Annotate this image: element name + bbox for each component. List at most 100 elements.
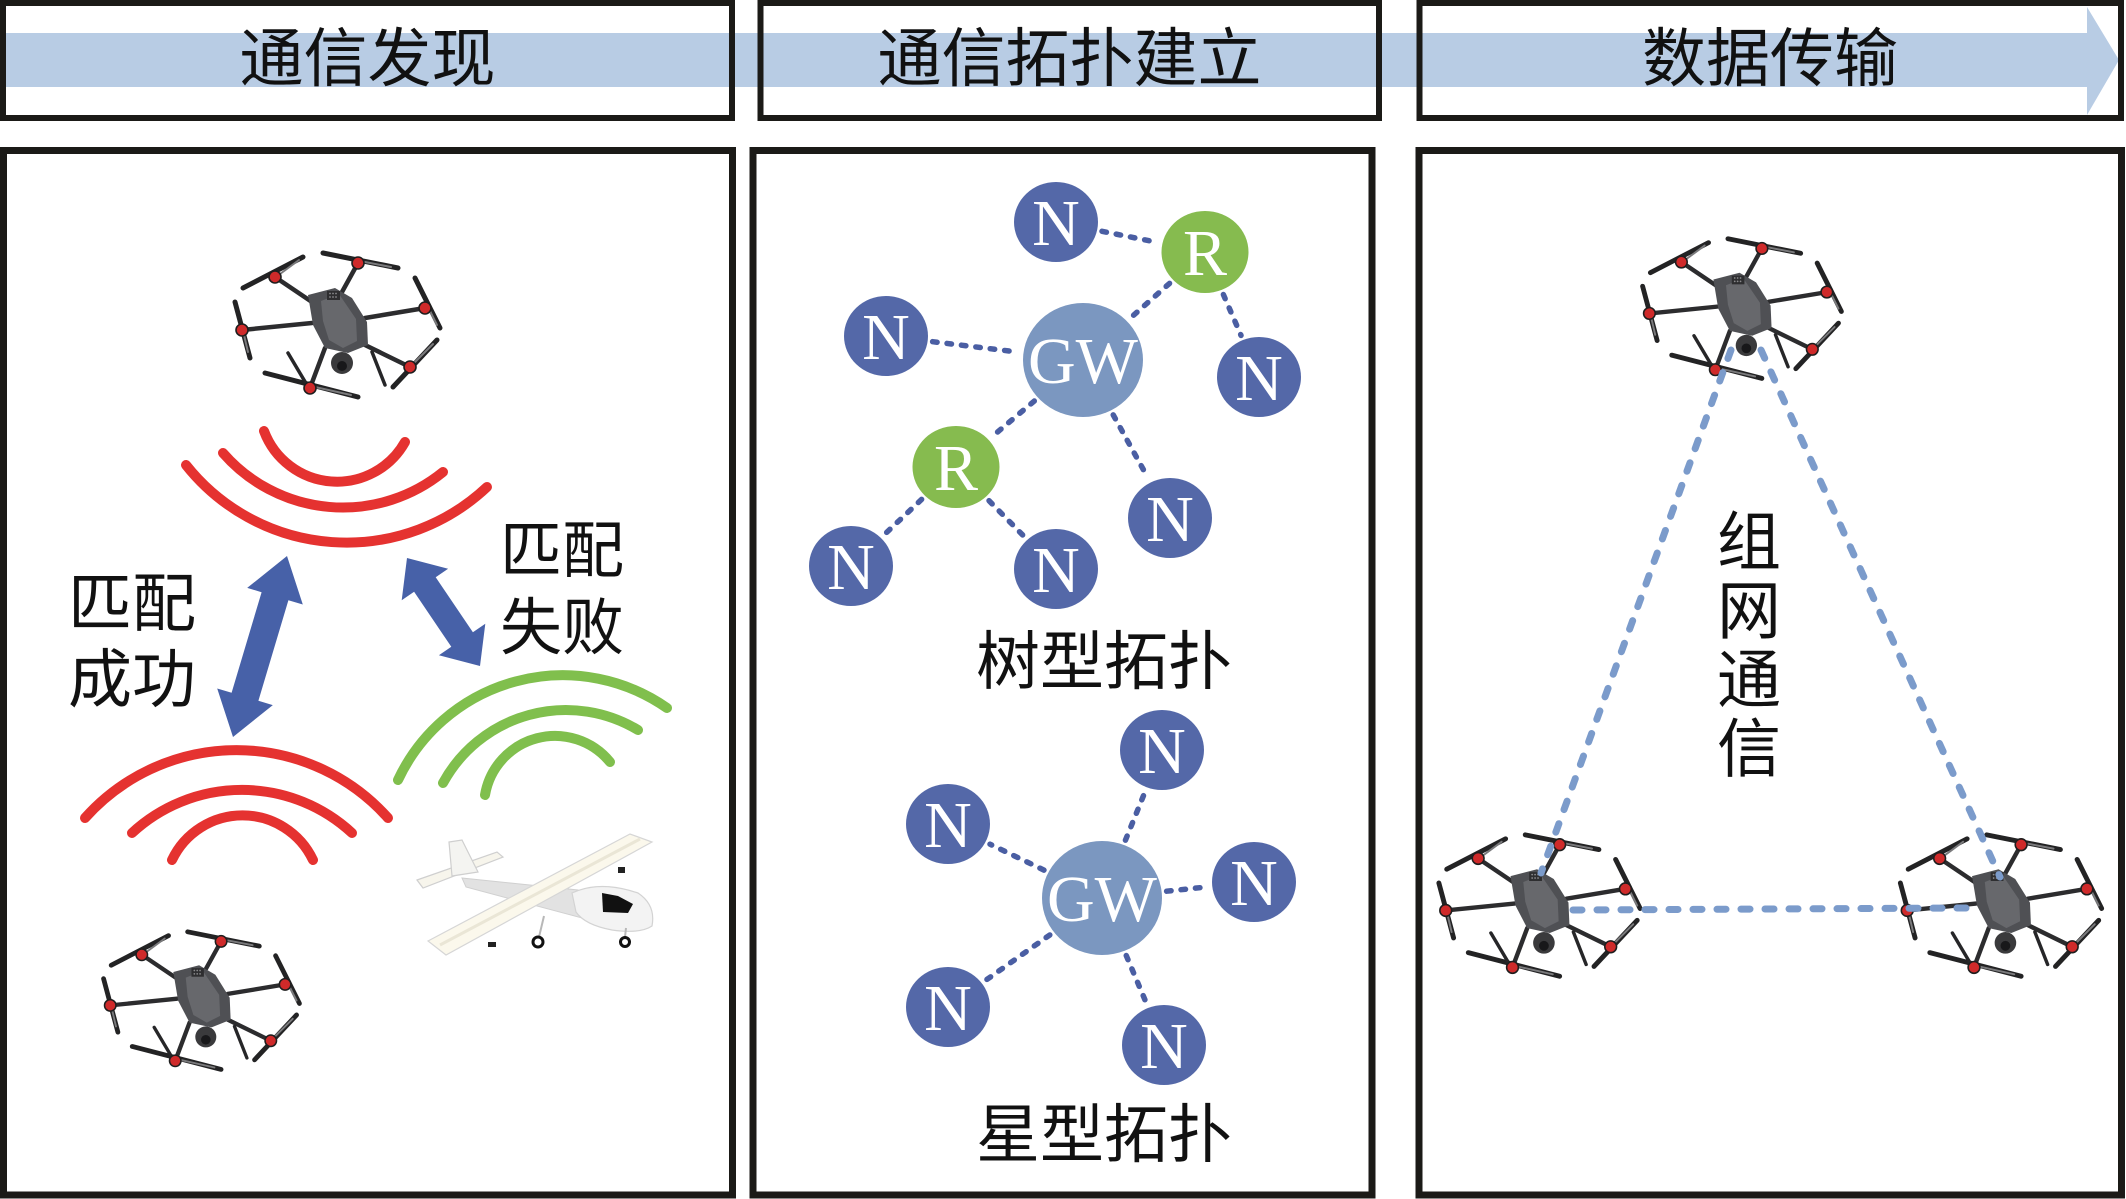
star-topology-caption: 星型拓扑 <box>976 1099 1232 1173</box>
stage-box-discovery <box>0 0 735 121</box>
terminal-node: N <box>1217 337 1301 417</box>
signal-wave-icon <box>181 426 492 548</box>
node-label: N <box>1230 847 1278 920</box>
gateway-node: GW <box>1023 303 1143 417</box>
match-failure-line: 匹配 <box>500 514 625 587</box>
signal-arc-outer <box>80 745 393 823</box>
stage-title-transfer: 数据传输 <box>1642 23 1898 97</box>
signal-wave-icon <box>80 745 393 865</box>
tree-topology-caption: 树型拓扑 <box>976 626 1232 700</box>
node-circle <box>1023 303 1143 417</box>
transfer-panel <box>1439 239 2102 976</box>
node-label: N <box>1032 534 1080 607</box>
node-circle <box>906 967 990 1047</box>
hexacopter-drone-icon <box>1643 239 1842 379</box>
node-circle <box>1014 529 1098 609</box>
stage-box-transfer <box>1416 0 2124 121</box>
panel-frames <box>0 147 2125 1199</box>
match-success-label: 匹配 成功 <box>68 567 196 719</box>
topology-link <box>881 496 925 538</box>
hexacopter-drone-icon <box>1439 835 1640 976</box>
stage-header-boxes <box>0 0 2124 121</box>
signal-arc-inner <box>259 426 410 487</box>
node-label: N <box>827 531 875 604</box>
topology-link <box>987 841 1047 873</box>
process-flow-arrow-icon <box>6 7 2119 115</box>
terminal-node: N <box>844 296 928 376</box>
node-circle <box>906 784 990 864</box>
node-circle <box>844 296 928 376</box>
node-label: GW <box>1028 325 1139 398</box>
match-success-line: 匹配 <box>68 568 196 642</box>
node-circle <box>1217 337 1301 417</box>
node-label: N <box>1138 715 1186 788</box>
topology-link <box>1099 228 1161 246</box>
node-label: N <box>924 789 972 862</box>
node-circle <box>1212 842 1296 922</box>
terminal-node: N <box>1212 842 1296 922</box>
node-circle <box>1042 841 1162 955</box>
match-failure-line: 失败 <box>500 591 625 664</box>
topology-link <box>1163 884 1211 894</box>
signal-arc-middle <box>438 705 643 788</box>
terminal-node: N <box>1122 1005 1206 1085</box>
process-arrow-band <box>6 33 2087 87</box>
double-headed-arrow-icon <box>401 558 486 666</box>
discovery-panel-frame <box>0 147 736 1199</box>
node-label: N <box>1140 1010 1188 1083</box>
topology-link <box>1127 280 1173 321</box>
router-node: R <box>912 426 1000 508</box>
topology-link <box>989 398 1038 440</box>
double-headed-arrow-icon <box>217 556 303 737</box>
node-circle <box>1120 710 1204 790</box>
signal-arc-middle <box>127 785 357 838</box>
topology-link <box>1122 789 1148 843</box>
mesh-link <box>1537 346 1735 877</box>
node-circle <box>1122 1005 1206 1085</box>
fixed-wing-uav-icon <box>416 833 654 956</box>
mesh-link <box>1569 904 1970 914</box>
gateway-node: GW <box>1042 841 1162 955</box>
router-node: R <box>1161 211 1249 293</box>
topology-link <box>1110 412 1151 481</box>
stage-title-discovery: 通信发现 <box>239 23 496 97</box>
node-label: N <box>1032 187 1080 260</box>
hexacopter-drone-icon <box>1900 835 2101 976</box>
topology-link <box>983 932 1053 984</box>
topology-panel-frame <box>749 147 1376 1199</box>
transfer-panel-frame <box>1415 147 2125 1199</box>
stage-title-topology: 通信拓扑建立 <box>877 23 1262 97</box>
mesh-link <box>1757 346 2004 881</box>
node-label: N <box>924 972 972 1045</box>
node-label: N <box>862 301 910 374</box>
process-arrow-head <box>2087 7 2119 115</box>
node-circle <box>1014 182 1098 262</box>
signal-arc-outer <box>181 460 492 548</box>
terminal-node: N <box>1120 710 1204 790</box>
terminal-node: N <box>1014 529 1098 609</box>
terminal-node: N <box>906 784 990 864</box>
node-circle <box>809 526 893 606</box>
topology-link <box>929 338 1022 355</box>
match-success-line: 成功 <box>68 644 196 718</box>
signal-wave-icon <box>393 670 672 800</box>
terminal-node: N <box>1014 182 1098 262</box>
node-label: R <box>1183 217 1227 290</box>
stage-box-topology <box>757 0 1382 121</box>
terminal-node: N <box>906 967 990 1047</box>
star-topology-links <box>983 789 1211 1007</box>
node-label: N <box>1146 483 1194 556</box>
node-circle <box>912 426 1000 508</box>
topology-link <box>986 497 1027 539</box>
terminal-node: N <box>809 526 893 606</box>
terminal-node: N <box>1128 478 1212 558</box>
tree-topology-links <box>881 228 1244 539</box>
discovery-panel <box>80 253 672 1069</box>
node-label: R <box>934 432 978 505</box>
